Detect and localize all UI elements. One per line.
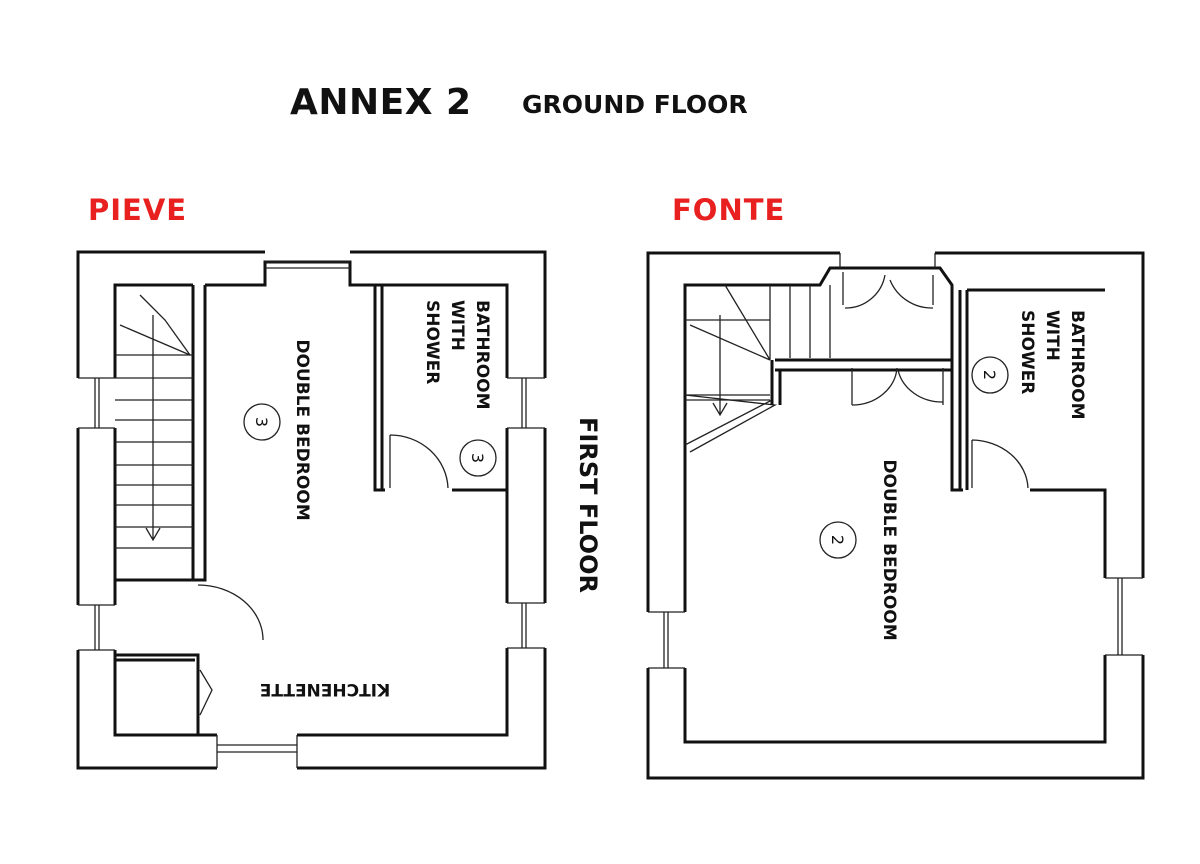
room-label-bathroom-2: WITH (1042, 310, 1062, 361)
bedroom-door (851, 367, 944, 406)
annex-title: ANNEX 2 (290, 82, 472, 123)
bedroom-number: 2 (828, 535, 847, 545)
plan-fonte: 2 2 DOUBLE BEDROOM BATHROOM WITH SHOWER (646, 251, 1145, 780)
floor-subtitle: GROUND FLOOR (522, 90, 748, 119)
door-hall (197, 584, 264, 641)
unit-label-fonte: FONTE (672, 193, 786, 227)
cupboard-door (199, 669, 213, 716)
outer-wall (76, 250, 547, 770)
plan-pieve: 3 3 DOUBLE BEDROOM BATHROOM WITH SHOWER … (76, 250, 547, 770)
room-number-circle (971, 356, 1009, 394)
inner-wall (683, 266, 1107, 744)
room-label-bathroom-1: BATHROOM (1067, 310, 1087, 420)
room-label-bathroom-1: BATHROOM (472, 300, 492, 410)
outer-wall (646, 251, 1145, 780)
room-label-bathroom-2: WITH (447, 300, 467, 351)
door-bathroom (971, 439, 1029, 489)
staircase (684, 284, 831, 453)
room-number-circle (459, 439, 497, 477)
bedroom-number: 3 (252, 417, 271, 427)
room-number-circle (243, 403, 281, 441)
bathroom-wall (373, 285, 507, 492)
window-bottom (216, 735, 298, 768)
window-right-upper (507, 377, 545, 429)
room-number-circle (819, 521, 857, 559)
staircase (115, 294, 193, 549)
bathroom-number: 2 (980, 370, 999, 380)
stair-landing-wall (770, 358, 952, 405)
window-right (1105, 577, 1143, 656)
window-right-lower (507, 602, 545, 649)
window-left-upper (78, 377, 115, 429)
window-left-lower (78, 604, 115, 651)
room-label-bathroom-3: SHOWER (422, 300, 442, 384)
room-label-bathroom-3: SHOWER (1017, 310, 1037, 394)
window-top (265, 261, 350, 269)
room-label-bedroom: DOUBLE BEDROOM (292, 339, 312, 520)
door-bathroom (389, 434, 449, 489)
bathroom-wall (958, 288, 1105, 490)
kitchen-cupboard (115, 653, 200, 735)
room-label-kitchenette: KITCHENETTE (260, 679, 390, 699)
entrance-door (839, 253, 936, 309)
stair-wall (115, 285, 207, 582)
first-floor-label: FIRST FLOOR (574, 417, 602, 593)
bathroom-number: 3 (468, 453, 487, 463)
unit-label-pieve: PIEVE (88, 193, 188, 227)
window-left (648, 611, 685, 669)
room-label-bedroom: DOUBLE BEDROOM (879, 459, 899, 640)
